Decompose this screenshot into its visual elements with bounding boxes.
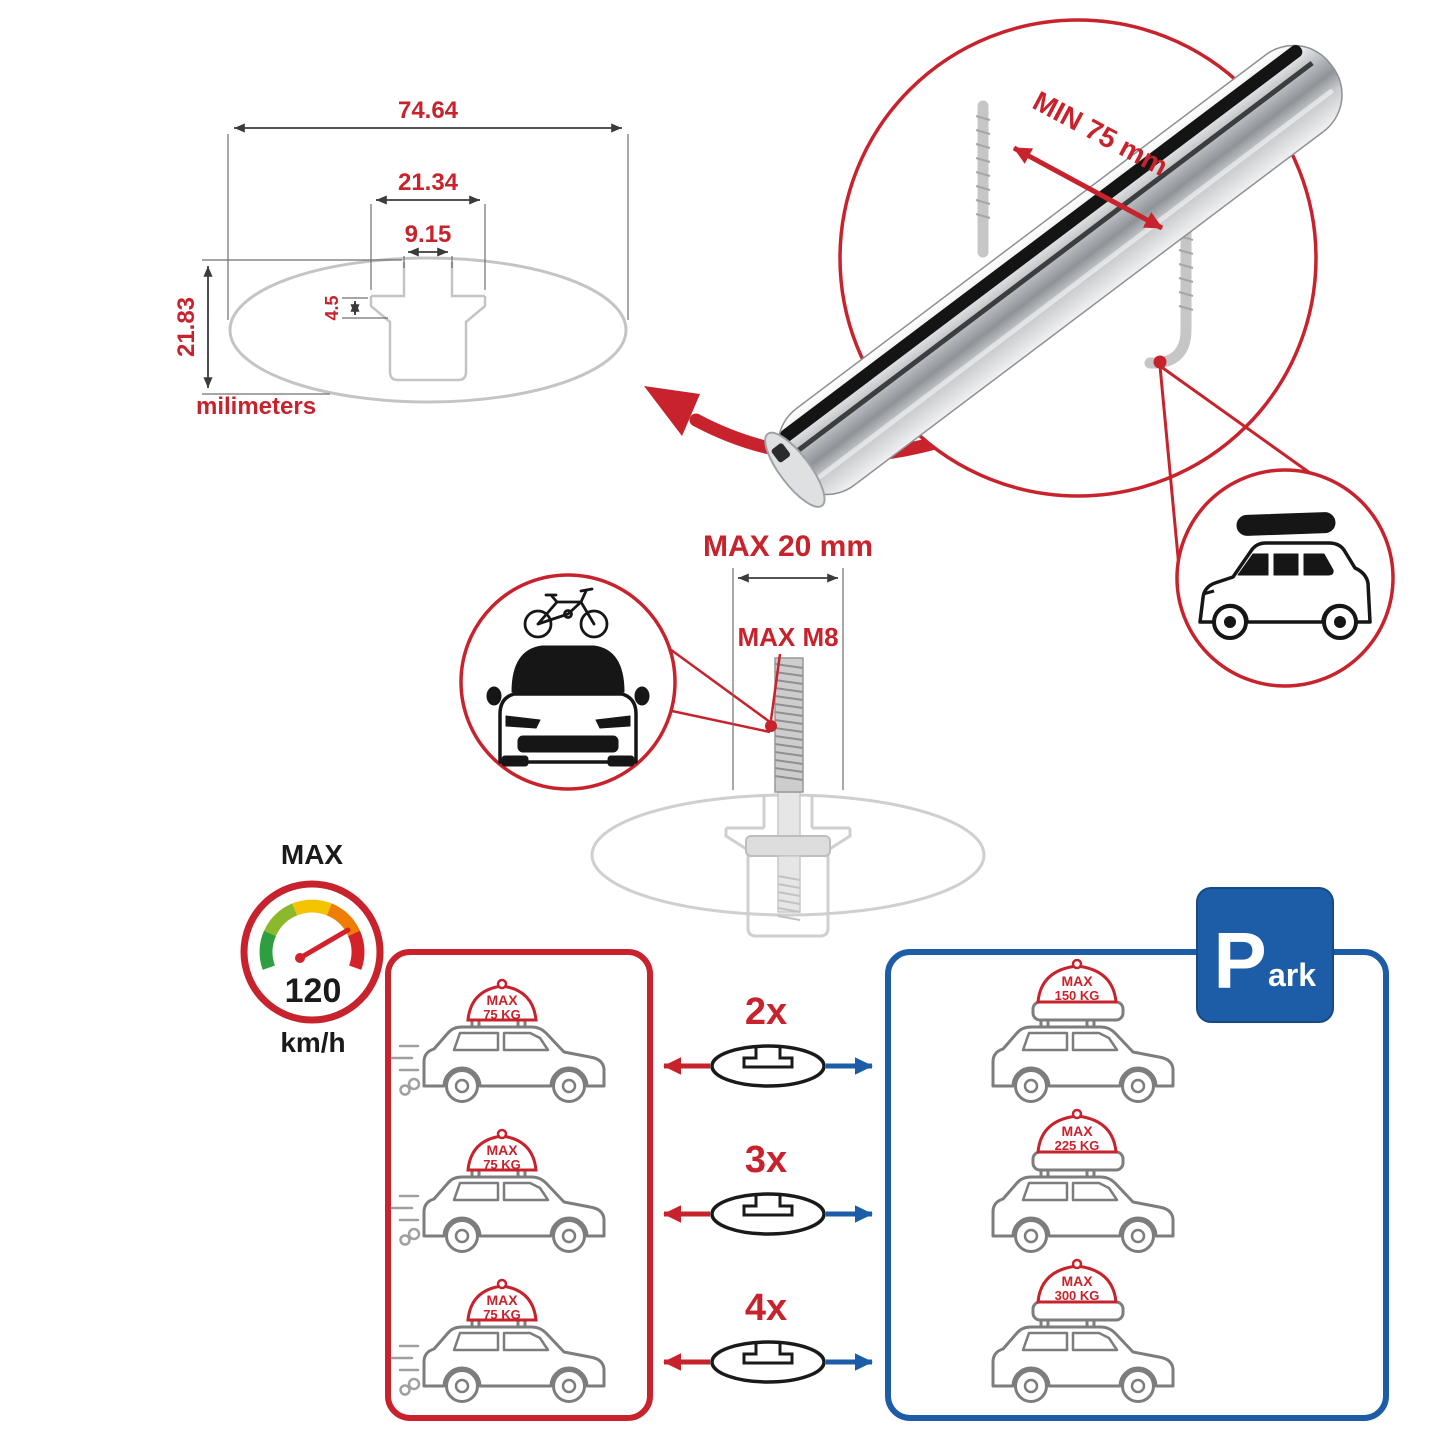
park-sign-ark: ark <box>1268 957 1316 993</box>
bar-rubber-strip <box>780 45 1303 442</box>
bolt-max-length-label: MAX 20 mm <box>703 530 873 563</box>
crossbar-count-rows: 2x 3x 4x <box>663 991 873 1384</box>
bolt-thread-lines <box>774 663 804 781</box>
cargo-weight-label: 300 KG <box>1055 1288 1100 1303</box>
car-mirror <box>486 686 502 706</box>
cargo-weight-label: 75 KG <box>483 1157 521 1172</box>
cargo-max-label: MAX <box>486 992 518 1008</box>
dim-slot-width-label: 9.15 <box>405 221 452 248</box>
roof-box <box>1236 512 1336 536</box>
suv-rear-window <box>1303 553 1334 576</box>
bolt-tip-thread-ghost <box>777 875 801 921</box>
speed-value: 120 <box>285 972 342 1010</box>
cargo-weight-label: 75 KG <box>483 1307 521 1322</box>
ghost-profile <box>590 791 986 938</box>
cargo-bubble-loop <box>1071 1108 1083 1120</box>
dim-flange-width-label: 21.34 <box>398 169 459 196</box>
cargo-max-label: MAX <box>1061 973 1093 989</box>
park-sign-p: P <box>1213 916 1266 1005</box>
car-cabin <box>511 645 625 693</box>
crossbar-channel-glyph <box>742 1047 794 1069</box>
suv-roofbox-circle <box>1175 468 1395 688</box>
crossbar-channel-glyph <box>742 1195 794 1217</box>
multiplier-label: 3x <box>745 1139 787 1181</box>
multiplier-label: 4x <box>745 1287 787 1329</box>
callout-line <box>657 706 771 734</box>
callout-line <box>662 642 771 724</box>
car-bike-circle <box>459 573 677 791</box>
bolt-max-thread-label: MAX M8 <box>737 622 838 652</box>
callout-dot <box>765 720 777 732</box>
bolt-shaft-ghost <box>777 791 801 837</box>
arrow-head <box>644 386 700 436</box>
driving-load-red-panel: MAX 75 KG MAX 75 KG MAX 75 KG <box>385 949 653 1421</box>
cargo-bubble-loop <box>496 1278 508 1290</box>
cargo-bubble-loop <box>496 1128 508 1140</box>
cargo-max-label: MAX <box>1061 1273 1093 1289</box>
cargo-weight-label: 150 KG <box>1055 988 1100 1003</box>
suv-hub <box>1224 616 1236 628</box>
cargo-max-label: MAX <box>486 1142 518 1158</box>
crossbar-channel-glyph <box>742 1343 794 1365</box>
car-mirror <box>634 686 650 706</box>
suv-headlight <box>1202 589 1215 596</box>
ghost-channel <box>724 796 852 938</box>
speed-unit: km/h <box>280 1027 345 1058</box>
gauge-arc <box>259 899 365 970</box>
park-sign: P ark <box>1196 887 1334 1023</box>
callout-line <box>1158 365 1182 579</box>
aluminum-bar <box>764 44 1343 508</box>
speed-max-label: MAX <box>281 839 344 870</box>
bolt-t-head-ghost <box>745 835 831 857</box>
profile-channel <box>369 262 487 382</box>
car-tire <box>501 755 529 767</box>
bar-end-slot <box>771 443 791 463</box>
cargo-bubble-loop <box>496 978 508 990</box>
park-sign-board <box>1196 887 1334 1023</box>
cross-section-diagram: 74.64 21.34 9.15 4.5 21.83 milimeters <box>173 97 629 420</box>
threaded-bolt <box>774 657 804 793</box>
suv-roofbox-illustration <box>1198 512 1372 640</box>
suv-hub <box>1334 616 1346 628</box>
car-headlight <box>505 715 541 729</box>
gauge-needle <box>297 927 351 961</box>
bar-groove <box>791 61 1314 457</box>
units-label: milimeters <box>196 393 316 420</box>
dim-flange-height-label: 4.5 <box>322 295 342 320</box>
bicycle-icon <box>523 587 609 639</box>
profile-ellipse <box>228 256 628 404</box>
parked-load-blue-panel: MAX 150 KG MAX 225 KG MAX 300 KG P ark <box>885 887 1389 1421</box>
hook-thread-left <box>975 115 991 219</box>
suv-windshield <box>1237 553 1269 576</box>
roof-luggage <box>1031 1150 1125 1172</box>
car-headlight <box>595 715 631 729</box>
roof-luggage <box>1031 1300 1125 1322</box>
cargo-bubble-loop <box>1071 958 1083 970</box>
cargo-weight-label: 225 KG <box>1055 1138 1100 1153</box>
cargo-bubble-loop <box>1071 1258 1083 1270</box>
bar-highlight <box>812 88 1334 483</box>
min-clamp-arrow <box>1012 145 1164 231</box>
multiplier-label: 2x <box>745 991 787 1033</box>
dim-total-height-label: 21.83 <box>173 297 200 357</box>
bar-photo-circle: MIN 75 mm <box>764 18 1346 579</box>
car-tire <box>607 755 635 767</box>
gauge-hub <box>295 953 305 963</box>
car-front-icon <box>486 645 650 767</box>
bolt-diagram: MAX 20 mm MAX M8 <box>459 530 986 938</box>
dim-total-width-label: 74.64 <box>398 97 459 124</box>
leader-line <box>769 653 782 721</box>
car-grille <box>517 735 619 753</box>
cargo-weight-label: 75 KG <box>483 1007 521 1022</box>
suv-window <box>1273 553 1299 576</box>
roof-luggage <box>1031 1000 1125 1022</box>
speed-gauge: MAX 120 km/h <box>240 839 384 1058</box>
cargo-max-label: MAX <box>1061 1123 1093 1139</box>
cargo-max-label: MAX <box>486 1292 518 1308</box>
callout-dot <box>1153 355 1167 369</box>
